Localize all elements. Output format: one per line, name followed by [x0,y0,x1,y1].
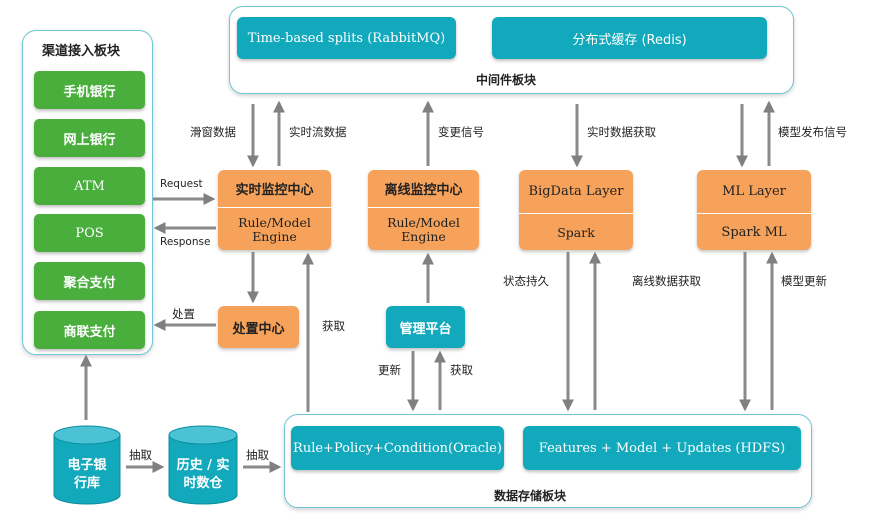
label-fetch-realtime: 获取 [322,319,345,333]
offline-monitor-box: 离线监控中心 Rule/Model Engine [368,170,479,250]
label-model-publish: 模型发布信号 [778,125,847,139]
bigdata-layer-box: BigData Layer Spark [519,170,633,250]
history-database-icon [168,425,238,505]
oracle-box: Rule+Policy+Condition(Oracle) [291,426,504,470]
channel-item-atm: ATM [34,167,145,205]
label-request: Request [160,178,203,190]
label-realtime-fetch: 实时数据获取 [587,125,656,139]
label-dispose: 处置 [172,307,195,321]
realtime-engine: Rule/Model Engine [218,207,331,251]
dispose-center-title: 处置中心 [232,321,285,337]
channel-item-online-banking: 网上银行 [34,119,145,157]
ebank-database-icon [53,425,121,505]
label-response: Response [160,236,211,248]
channel-item-pos: POS [34,214,145,252]
realtime-monitor-box: 实时监控中心 Rule/Model Engine [218,170,331,250]
realtime-monitor-title: 实时监控中心 [235,183,314,198]
dispose-center-box: 处置中心 [218,306,299,348]
label-extract-1: 抽取 [129,448,152,462]
history-database-label: 历史 / 实时数仓 [176,458,230,491]
offline-monitor-title: 离线监控中心 [384,183,463,198]
rabbitmq-box: Time-based splits (RabbitMQ) [237,17,456,59]
offline-engine: Rule/Model Engine [368,207,479,251]
bigdata-engine: Spark [519,213,633,251]
channel-item-unionpay: 商联支付 [34,311,145,349]
label-realtime-stream: 实时流数据 [289,125,347,139]
ebank-database: 电子银行库 [52,425,122,505]
ml-engine: Spark ML [697,213,811,251]
bigdata-title: BigData Layer [528,184,624,199]
channel-title: 渠道接入板块 [42,44,121,59]
label-extract-2: 抽取 [246,448,269,462]
channel-item-mobile-banking: 手机银行 [34,71,145,109]
ebank-database-label: 电子银行库 [67,458,107,491]
ml-layer-box: ML Layer Spark ML [697,170,811,250]
redis-box: 分布式缓存 (Redis) [492,17,767,59]
management-platform-box: 管理平台 [386,306,465,348]
label-update: 更新 [378,363,401,377]
hdfs-box: Features + Model + Updates (HDFS) [523,426,801,470]
label-sliding-data: 滑窗数据 [190,125,236,139]
label-fetch-manage: 获取 [450,363,473,377]
label-offline-fetch: 离线数据获取 [632,274,701,288]
history-database: 历史 / 实时数仓 [167,425,239,505]
label-model-update: 模型更新 [781,274,827,288]
channel-item-aggregate-pay: 聚合支付 [34,262,145,300]
middleware-title: 中间件板块 [476,73,537,87]
storage-title: 数据存储板块 [494,489,567,503]
label-change-signal: 变更信号 [438,125,484,139]
ml-title: ML Layer [722,184,786,199]
label-state-persist: 状态持久 [503,274,549,288]
